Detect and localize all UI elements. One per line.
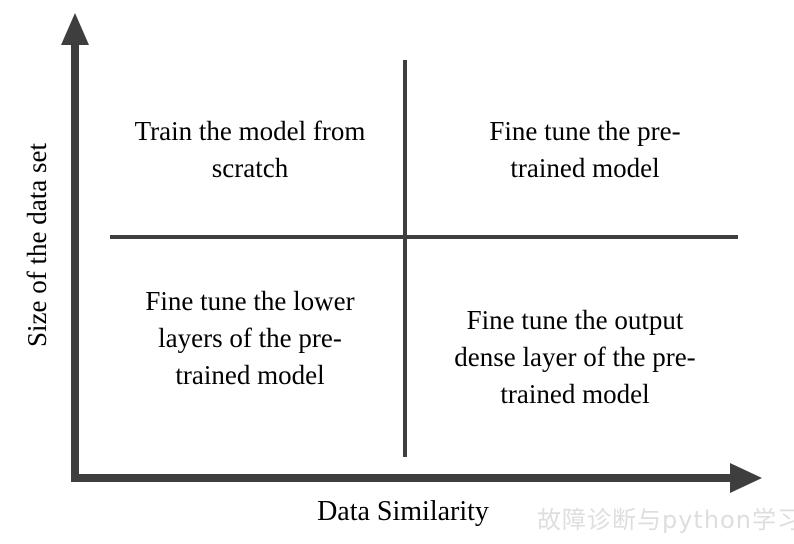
x-axis-arrowhead-icon xyxy=(730,463,762,493)
y-axis-line xyxy=(71,38,79,482)
vertical-divider-line xyxy=(403,60,407,457)
x-axis-line xyxy=(71,474,732,482)
y-axis-label: Size of the data set xyxy=(22,143,52,347)
x-axis-label: Data Similarity xyxy=(317,496,489,527)
watermark-text: 故障诊断与python学习 xyxy=(537,506,794,534)
quadrant-top-left-label: Train the model from scratch xyxy=(134,116,366,183)
quadrant-top-right-label: Fine tune the pre- trained model xyxy=(489,116,681,183)
quadrant-bottom-right-label: Fine tune the output dense layer of the … xyxy=(454,305,696,409)
quadrant-bottom-left-label: Fine tune the lower layers of the pre- t… xyxy=(145,286,355,390)
horizontal-divider-line xyxy=(110,235,738,239)
